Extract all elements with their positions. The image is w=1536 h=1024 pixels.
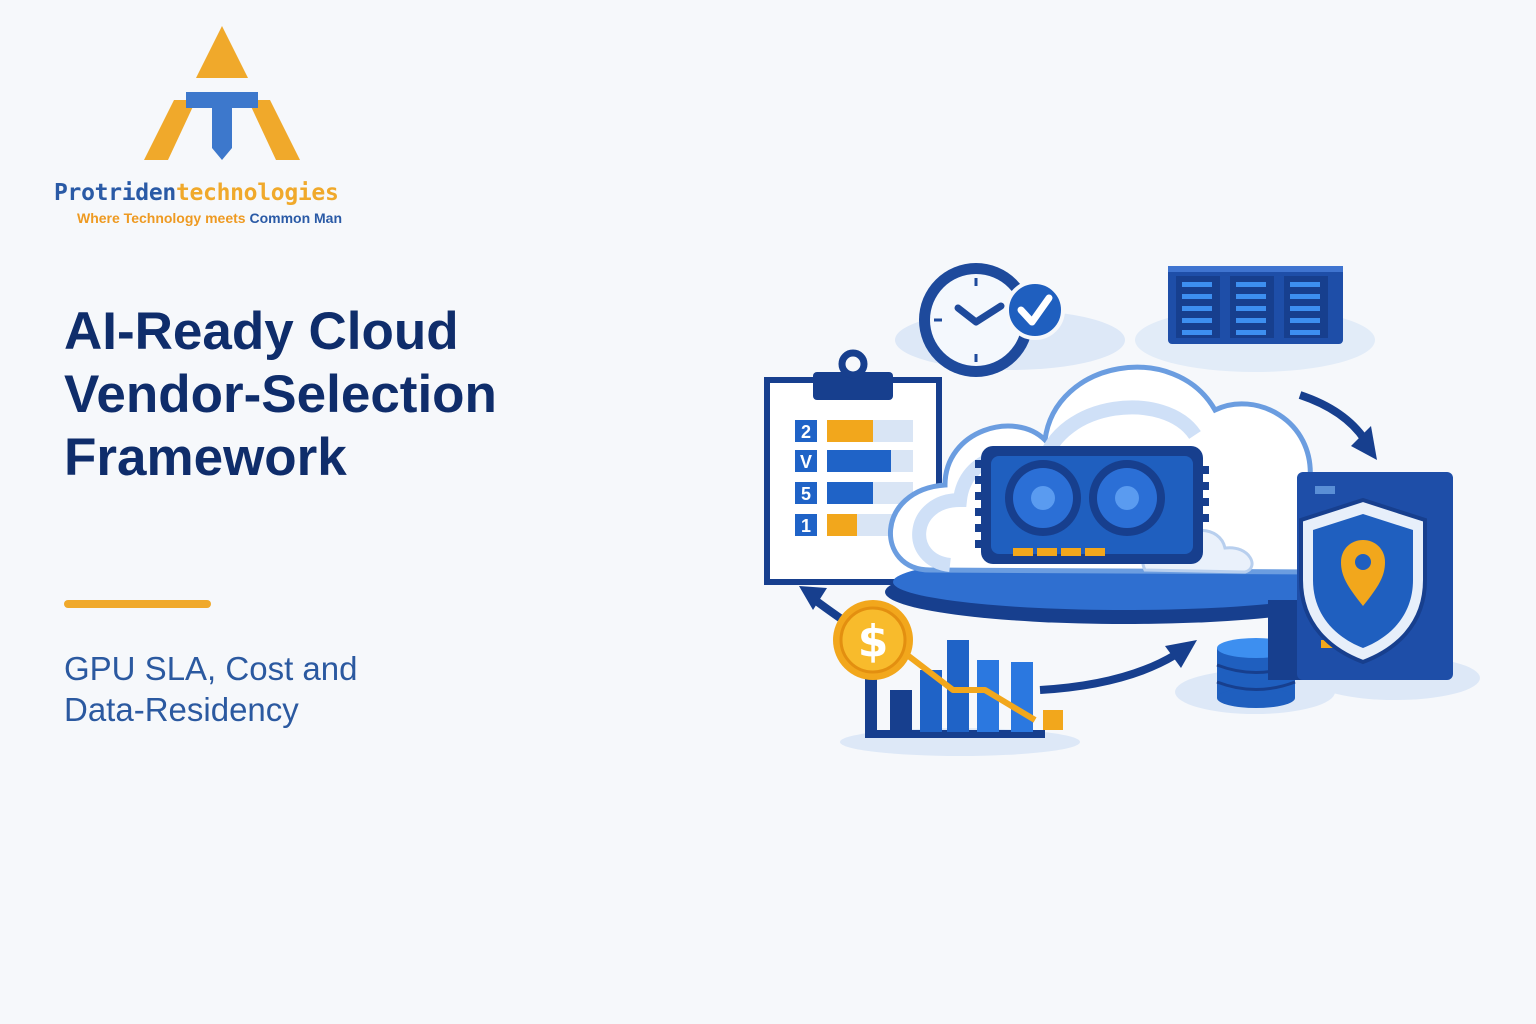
title-line: Framework <box>64 428 347 487</box>
company-logo: Protridentechnologies Where Technology m… <box>50 22 410 232</box>
logo-triangle-icon <box>144 26 300 160</box>
cloud-vendor-illustration: 2 V 5 1 <box>764 263 1480 756</box>
title-line: AI-Ready Cloud <box>64 302 459 361</box>
subtitle-line: GPU SLA, Cost and <box>64 650 358 687</box>
gpu-card-icon <box>975 446 1209 564</box>
dollar-coin-icon: $ <box>833 600 913 680</box>
checklist-number: 2 <box>801 422 811 442</box>
page-subtitle: GPU SLA, Cost and Data-Residency <box>64 648 357 730</box>
checkmark-badge-icon <box>1005 280 1065 340</box>
server-rack-icon <box>1168 266 1343 344</box>
arrowhead-icon <box>1351 426 1377 460</box>
logo-tagline: Where Technology meets Common Man <box>77 210 342 226</box>
bar-chart-icon <box>865 635 1063 738</box>
clock-icon <box>919 263 1033 377</box>
accent-divider <box>64 600 211 608</box>
checklist-number: 1 <box>801 516 811 536</box>
checklist-number: 5 <box>801 484 811 504</box>
arrow-icon <box>1298 391 1369 443</box>
page-title: AI-Ready Cloud Vendor-Selection Framewor… <box>64 300 497 489</box>
location-pin-icon <box>1341 540 1385 606</box>
arrow-icon <box>1039 651 1178 694</box>
logo-name-primary: Protriden <box>54 180 176 206</box>
subtitle-line: Data-Residency <box>64 691 299 728</box>
checklist-number: V <box>800 452 812 472</box>
arrowhead-icon <box>1165 640 1197 668</box>
logo-tagline-primary: Where Technology meets <box>77 210 250 226</box>
logo-tagline-secondary: Common Man <box>249 210 343 226</box>
logo-wordmark: Protridentechnologies <box>54 180 339 206</box>
logo-name-secondary: technologies <box>175 180 339 206</box>
title-line: Vendor-Selection <box>64 365 497 424</box>
clipboard-checklist-icon: 2 V 5 1 <box>764 349 942 585</box>
svg-text:$: $ <box>858 616 889 667</box>
arrowhead-icon <box>799 586 827 610</box>
